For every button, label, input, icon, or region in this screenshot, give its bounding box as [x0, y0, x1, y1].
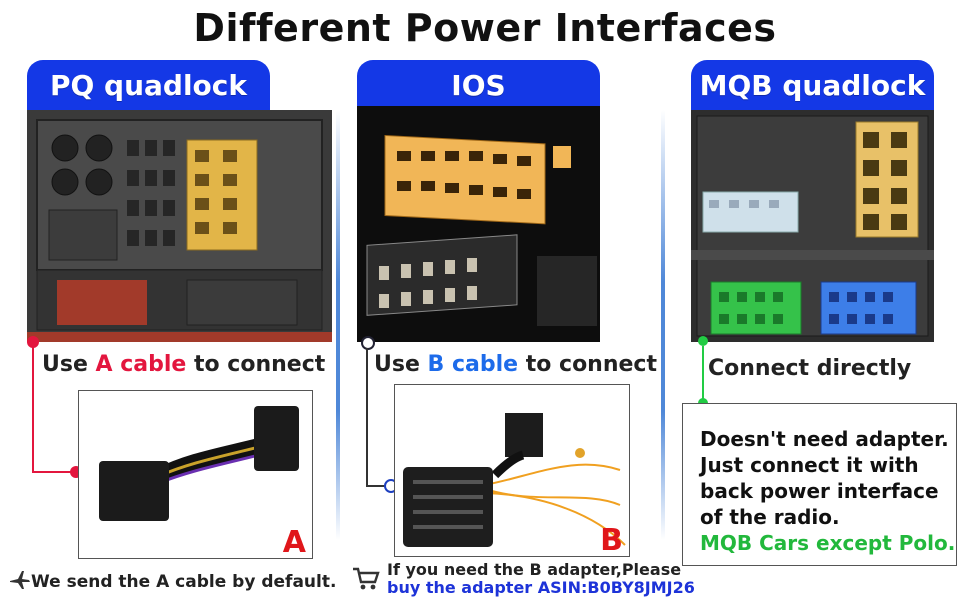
notice-line-1: Doesn't need adapter.: [700, 427, 949, 451]
notice-highlight: MQB Cars except Polo.: [700, 531, 956, 555]
adapter-asin-link[interactable]: buy the adapter ASIN:B0BY8JMJ26: [387, 578, 695, 597]
pq-caption: Use A cable to connect: [42, 352, 326, 377]
ios-caption: Use B cable to connect: [374, 352, 657, 377]
mqb-caption: Connect directly: [708, 356, 912, 381]
notice-line-2: Just connect it with: [700, 453, 919, 477]
adapter-note: If you need the B adapter,Please buy the…: [387, 560, 695, 597]
notice-line-4: of the radio.: [700, 505, 840, 529]
a-cable-text: A cable: [95, 352, 187, 377]
pq-quadlock-header: PQ quadlock: [27, 60, 270, 110]
mqb-quadlock-header: MQB quadlock: [691, 60, 934, 110]
no-adapter-notice: Doesn't need adapter. Just connect it wi…: [682, 403, 957, 566]
ios-photo: [357, 106, 600, 342]
pq-connector-vertical: [32, 346, 34, 472]
mqb-top-dot: [698, 336, 708, 346]
page-title: Different Power Interfaces: [193, 6, 777, 50]
separator-right: [661, 110, 665, 540]
ios-connector-vertical: [366, 348, 368, 486]
pq-quadlock-photo: [27, 110, 332, 342]
ios-top-dot: [361, 336, 375, 350]
default-note: We send the A cable by default.: [9, 570, 336, 595]
cable-b-image: B: [394, 384, 630, 557]
pq-top-dot: [27, 336, 39, 348]
ios-header: IOS: [357, 60, 600, 110]
notice-line-3: back power interface: [700, 479, 939, 503]
cable-a-image: A: [78, 390, 313, 559]
ios-connector-horizontal: [366, 485, 388, 487]
mqb-connector-vertical: [702, 346, 704, 402]
airplane-icon: [9, 570, 31, 595]
cart-icon: [352, 566, 380, 596]
cable-a-tag: A: [282, 525, 306, 559]
mqb-quadlock-photo: [691, 110, 934, 342]
pq-connector-horizontal: [32, 471, 74, 473]
cable-b-tag: B: [600, 523, 623, 557]
separator-left: [336, 110, 340, 540]
b-cable-text: B cable: [427, 352, 519, 377]
